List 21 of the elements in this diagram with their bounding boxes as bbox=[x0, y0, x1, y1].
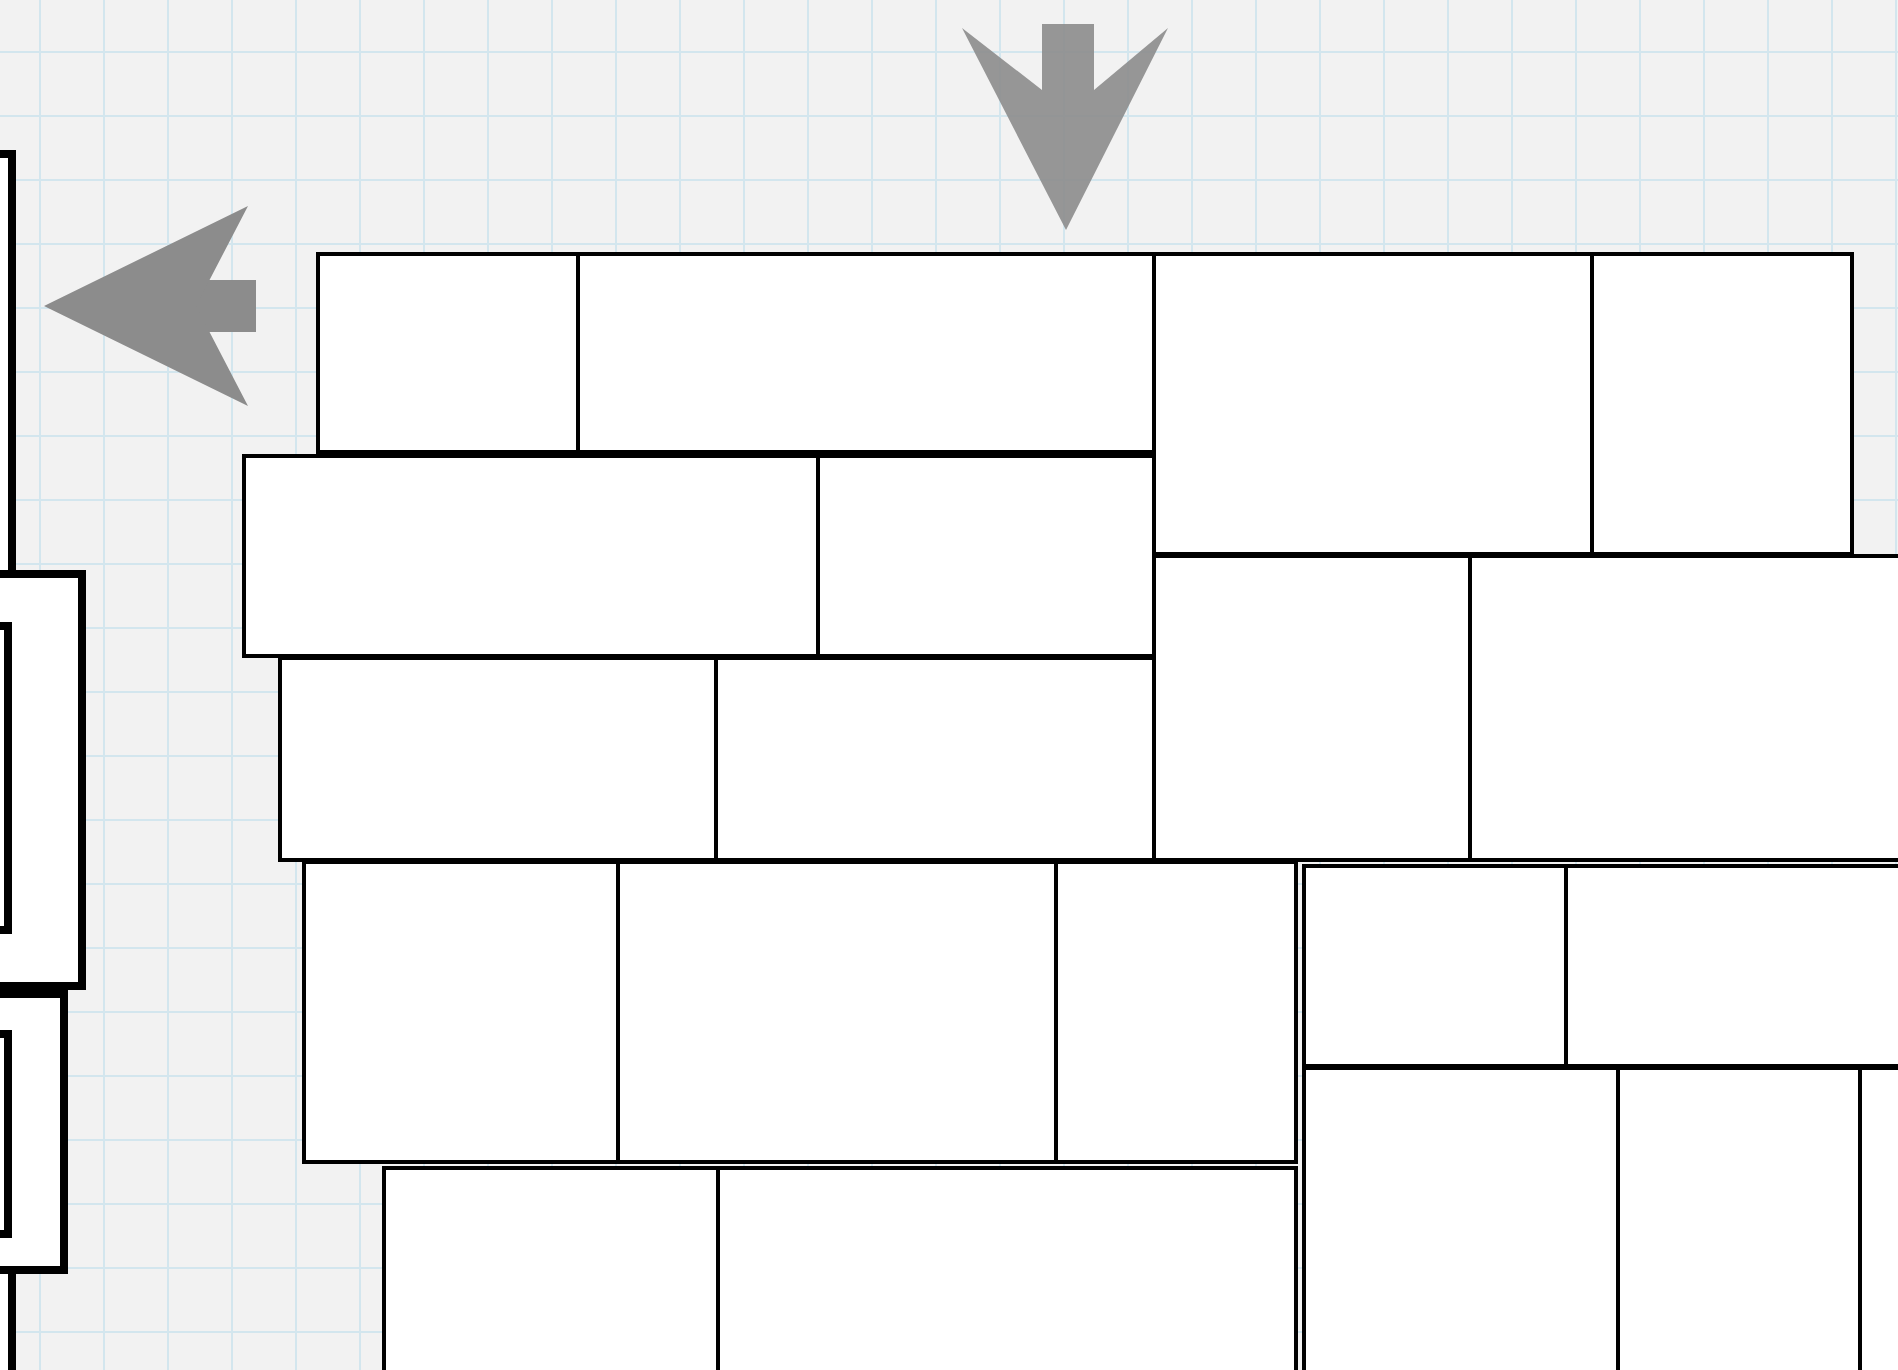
arrow bbox=[44, 206, 256, 406]
rectangle bbox=[616, 860, 1058, 1164]
rectangle bbox=[1152, 252, 1594, 556]
rectangle bbox=[1302, 864, 1568, 1068]
rectangle bbox=[316, 252, 580, 454]
rectangle bbox=[714, 656, 1156, 862]
rectangle bbox=[278, 656, 718, 862]
rectangle bbox=[1302, 1066, 1620, 1370]
rectangle bbox=[0, 570, 86, 990]
rectangle bbox=[1616, 1066, 1862, 1370]
rectangle bbox=[302, 860, 620, 1164]
rectangle bbox=[1590, 252, 1854, 556]
rectangle bbox=[816, 454, 1156, 658]
rectangle bbox=[1564, 864, 1898, 1068]
rectangle bbox=[716, 1166, 1298, 1370]
rectangle bbox=[576, 252, 1156, 454]
rectangle bbox=[1468, 554, 1898, 862]
rectangle bbox=[382, 1166, 720, 1370]
rectangle bbox=[1054, 860, 1298, 1164]
rectangle bbox=[1152, 554, 1472, 862]
rectangle bbox=[242, 454, 820, 658]
